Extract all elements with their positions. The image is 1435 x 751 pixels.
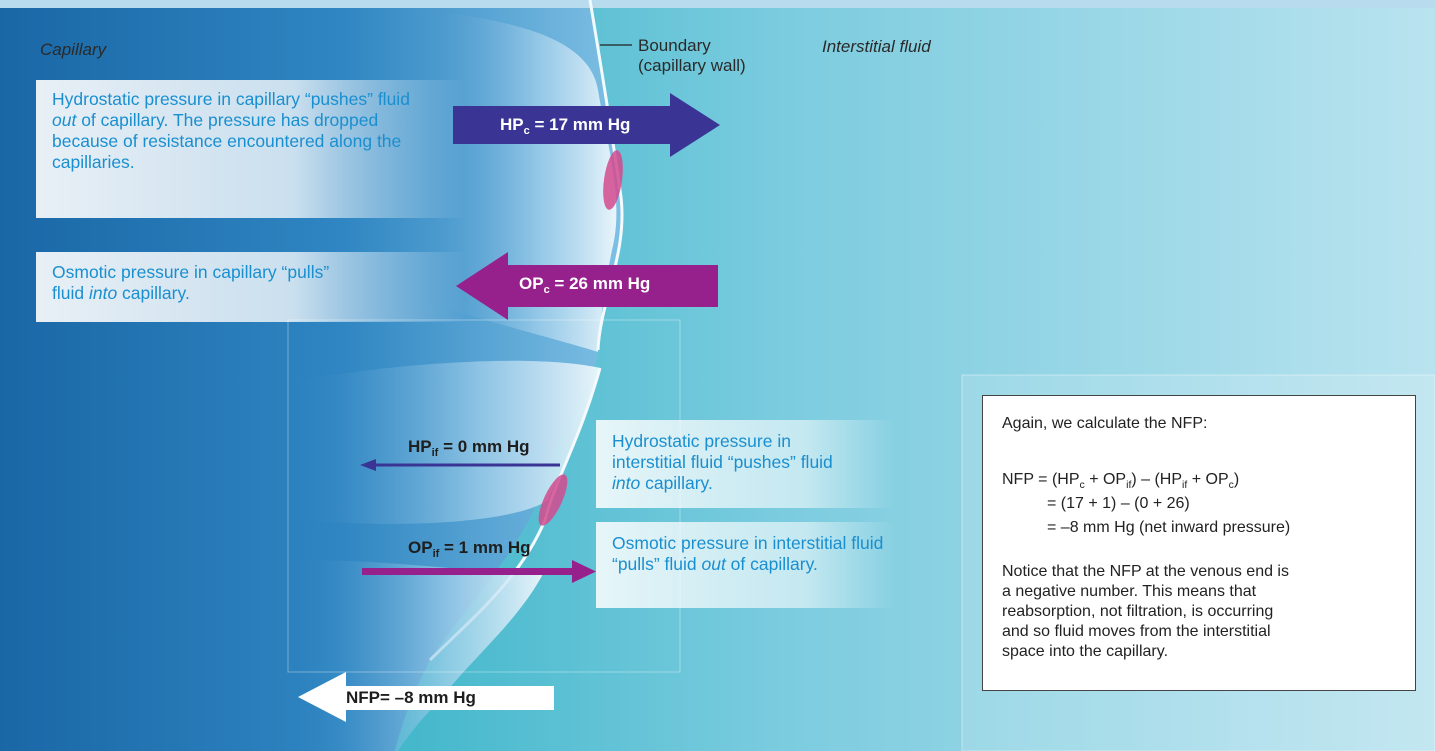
opif-explanation: Osmotic pressure in interstitial fluid “… bbox=[612, 533, 902, 575]
hpc-explanation-emphasis: out bbox=[52, 110, 76, 130]
calc-intro: Again, we calculate the NFP: bbox=[1002, 414, 1207, 434]
opif-explanation-emphasis: out bbox=[701, 554, 725, 574]
nfp-arrow-label: NFP= –8 mm Hg bbox=[346, 688, 476, 708]
calc-line-3: = –8 mm Hg (net inward pressure) bbox=[1047, 518, 1290, 538]
hpif-explanation-emphasis: into bbox=[612, 473, 640, 493]
boundary-sublabel: (capillary wall) bbox=[638, 56, 746, 76]
hpc-value: = 17 mm Hg bbox=[534, 115, 630, 134]
calc-note-line: a negative number. This means that bbox=[1002, 582, 1256, 602]
calc-note-line: Notice that the NFP at the venous end is bbox=[1002, 562, 1289, 582]
opc-explanation-emphasis: into bbox=[89, 283, 117, 303]
opc-explanation: Osmotic pressure in capillary “pulls” fl… bbox=[52, 262, 352, 304]
opif-subscript: if bbox=[433, 548, 440, 560]
opif-name: OP bbox=[408, 538, 433, 557]
top-strip bbox=[0, 0, 1435, 8]
opc-subscript: c bbox=[544, 284, 550, 296]
hpc-subscript: c bbox=[524, 125, 530, 137]
hpc-arrow-label: HPc = 17 mm Hg bbox=[500, 115, 630, 137]
eq-part: + OP bbox=[1085, 471, 1126, 488]
hpc-explanation: Hydrostatic pressure in capillary “pushe… bbox=[52, 89, 412, 173]
opif-arrow-shaft bbox=[362, 568, 572, 575]
interstitial-fluid-label: Interstitial fluid bbox=[822, 37, 931, 57]
hpc-explanation-post: of capillary. The pressure has dropped b… bbox=[52, 110, 401, 172]
hpif-name: HP bbox=[408, 437, 432, 456]
opc-value: = 26 mm Hg bbox=[554, 274, 650, 293]
calc-note-line: reabsorption, not filtration, is occurri… bbox=[1002, 602, 1273, 622]
hpif-explanation: Hydrostatic pressure in interstitial flu… bbox=[612, 431, 847, 494]
opc-name: OP bbox=[519, 274, 544, 293]
eq-part: NFP = (HP bbox=[1002, 471, 1080, 488]
eq-part: ) bbox=[1234, 471, 1239, 488]
hpif-explanation-post: capillary. bbox=[640, 473, 713, 493]
capillary-label: Capillary bbox=[40, 40, 106, 60]
hpc-explanation-pre: Hydrostatic pressure in capillary “pushe… bbox=[52, 89, 410, 109]
calc-line-2: = (17 + 1) – (0 + 26) bbox=[1047, 494, 1190, 514]
hpc-name: HP bbox=[500, 115, 524, 134]
opif-arrow-label: OPif = 1 mm Hg bbox=[408, 538, 530, 560]
opif-explanation-post: of capillary. bbox=[726, 554, 818, 574]
opc-explanation-post: capillary. bbox=[117, 283, 190, 303]
eq-part: + OP bbox=[1187, 471, 1228, 488]
hpif-arrow-label: HPif = 0 mm Hg bbox=[408, 437, 530, 459]
hpif-explanation-pre: Hydrostatic pressure in interstitial flu… bbox=[612, 431, 833, 472]
calc-equation: NFP = (HPc + OPif) – (HPif + OPc) bbox=[1002, 470, 1239, 495]
boundary-label: Boundary bbox=[638, 36, 711, 56]
hpif-value: = 0 mm Hg bbox=[443, 437, 529, 456]
nfp-calculation-box: Again, we calculate the NFP: NFP = (HPc … bbox=[982, 395, 1416, 691]
calc-note-line: and so fluid moves from the interstitial bbox=[1002, 622, 1271, 642]
calc-note-line: space into the capillary. bbox=[1002, 642, 1168, 662]
opif-value: = 1 mm Hg bbox=[444, 538, 530, 557]
eq-part: ) – (HP bbox=[1131, 471, 1182, 488]
opc-arrow-label: OPc = 26 mm Hg bbox=[519, 274, 650, 296]
hpif-subscript: if bbox=[432, 447, 439, 459]
